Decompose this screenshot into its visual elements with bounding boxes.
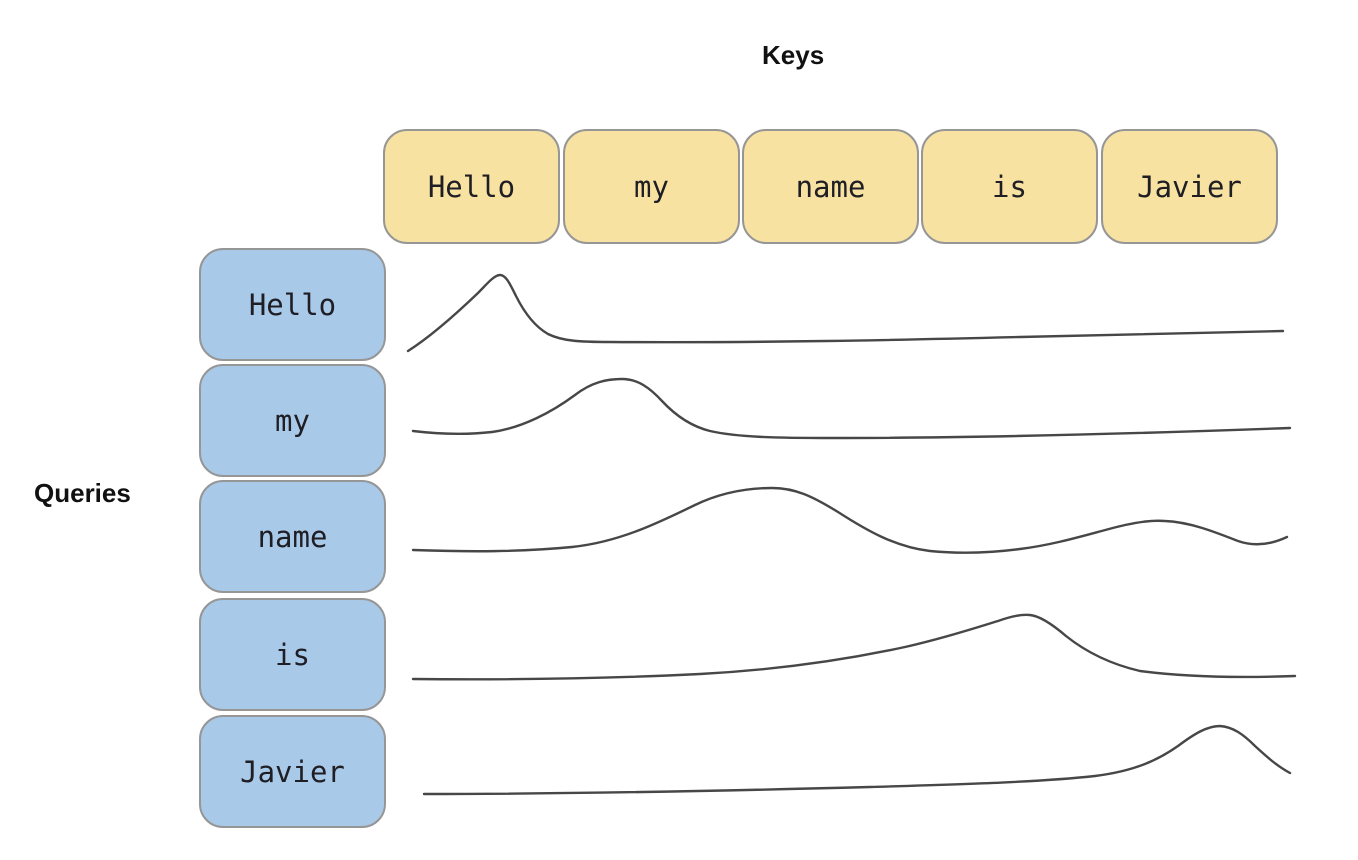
- query-label: Hello: [248, 287, 337, 322]
- queries-title: Queries: [34, 478, 131, 508]
- query-box-is: is: [199, 598, 386, 711]
- key-label: Javier: [1137, 169, 1242, 204]
- attention-curve-javier: [422, 724, 1292, 796]
- query-label: is: [275, 637, 310, 672]
- query-label: name: [257, 519, 328, 554]
- key-label: Hello: [427, 169, 516, 204]
- key-box-my: my: [563, 129, 740, 244]
- query-box-my: my: [199, 364, 386, 477]
- key-box-javier: Javier: [1101, 129, 1278, 244]
- key-label: name: [795, 169, 866, 204]
- key-label: is: [992, 169, 1027, 204]
- key-box-hello: Hello: [383, 129, 560, 244]
- key-box-name: name: [742, 129, 919, 244]
- keys-title: Keys: [762, 40, 825, 70]
- key-box-is: is: [921, 129, 1098, 244]
- attention-curve-hello: [406, 273, 1285, 353]
- query-box-name: name: [199, 480, 386, 593]
- attention-curve-is: [411, 613, 1297, 681]
- attention-curve-my: [411, 377, 1292, 440]
- key-label: my: [634, 169, 669, 204]
- attention-curve-name: [411, 486, 1289, 554]
- query-label: my: [275, 403, 310, 438]
- query-box-javier: Javier: [199, 715, 386, 828]
- query-label: Javier: [240, 754, 345, 789]
- query-box-hello: Hello: [199, 248, 386, 361]
